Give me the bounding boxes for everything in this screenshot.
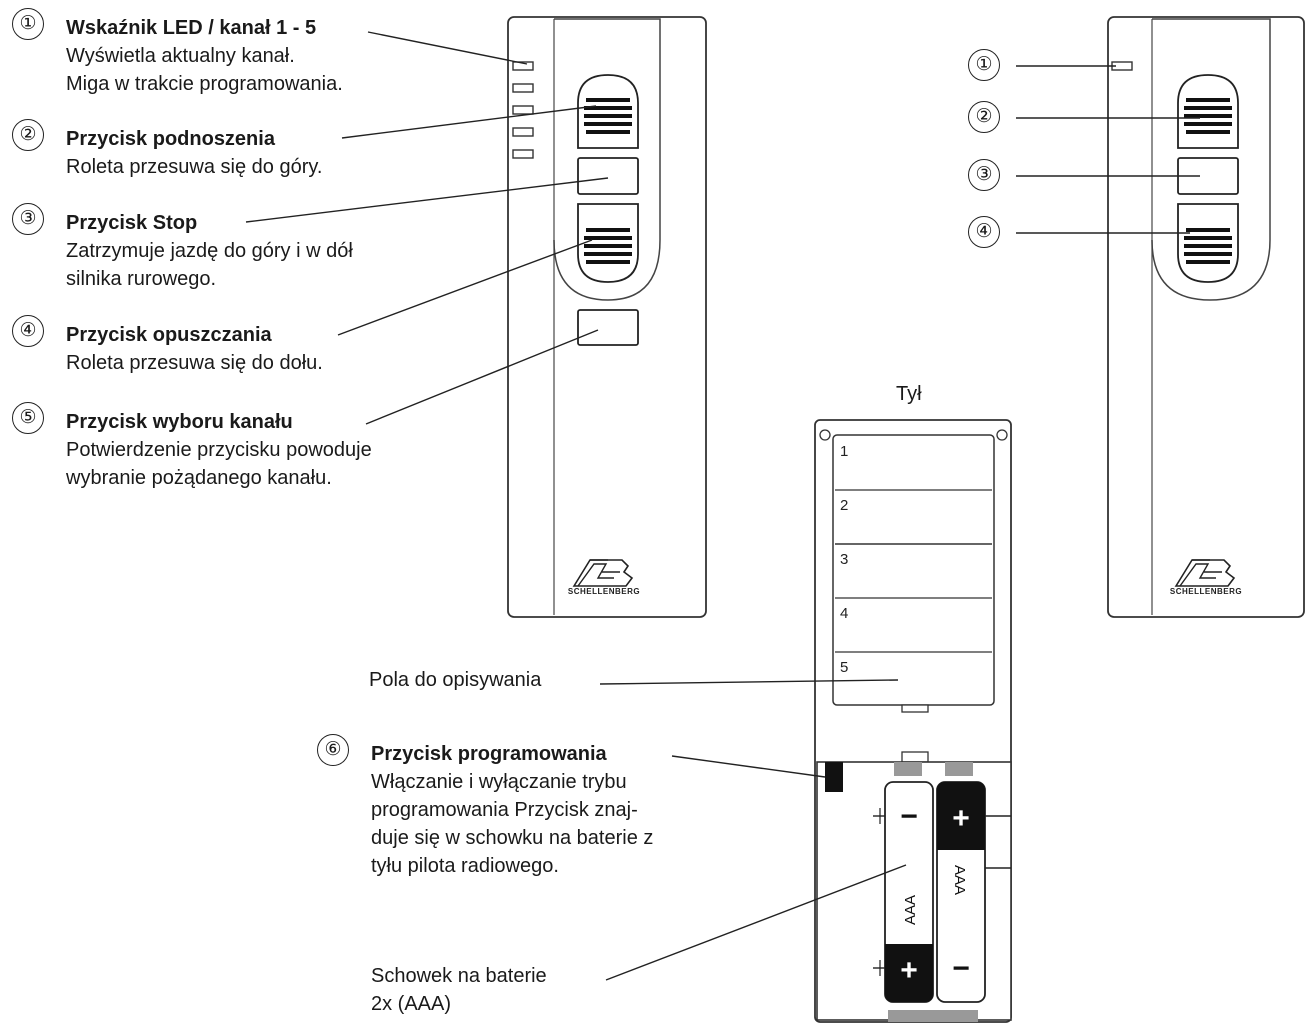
field-number-2: 2 (840, 497, 848, 514)
callout-channel: ⑤ Przycisk wyboru kanału Potwierdzenie p… (12, 402, 372, 492)
label-fields-frame (832, 434, 995, 706)
battery-right-type: AAA (951, 865, 968, 895)
field-number-1: 1 (840, 443, 848, 460)
stop-button-left (577, 157, 639, 195)
led-indicators (512, 61, 534, 159)
back-remote (814, 419, 1012, 1023)
battery-left-plus: + (900, 954, 918, 987)
right-number-1: ① (968, 49, 1000, 81)
battery-right (936, 781, 1011, 1003)
callout-led-title: Wskaźnik LED / kanał 1 - 5 (66, 17, 317, 39)
left-remote: SCHELLENBERG (507, 16, 707, 618)
battery-left-type: AAA (902, 895, 919, 925)
callout-down: ④ Przycisk opuszczania Roleta przesuwa s… (12, 315, 323, 377)
battery-right-minus: − (952, 952, 970, 985)
callout-led-desc: Wyświetla aktualny kanał. Miga w trakcie… (66, 45, 343, 95)
battery-right-plus: + (952, 802, 970, 835)
up-button-left (577, 74, 639, 149)
callout-program-number: ⑥ (317, 734, 349, 766)
program-button (825, 762, 843, 792)
down-button-left (577, 203, 639, 283)
callout-program: ⑥ Przycisk programowania Włączanie i wył… (317, 734, 654, 880)
callout-up: ② Przycisk podnoszenia Roleta przesuwa s… (12, 119, 323, 181)
callout-led: ① Wskaźnik LED / kanał 1 - 5 Wyświetla a… (12, 8, 343, 98)
callout-led-number: ① (12, 8, 44, 40)
callout-up-number: ② (12, 119, 44, 151)
callout-down-desc: Roleta przesuwa się do dołu. (66, 352, 323, 374)
right-remote: SCHELLENBERG (1107, 16, 1305, 618)
callout-stop-desc: Zatrzymuje jazdę do góry i w dół silnika… (66, 240, 353, 290)
channel-button-left (577, 309, 639, 346)
up-button-right (1177, 74, 1239, 149)
callout-stop-title: Przycisk Stop (66, 212, 198, 234)
field-number-3: 3 (840, 551, 848, 568)
callout-up-title: Przycisk podnoszenia (66, 128, 275, 150)
back-label: Tył (896, 383, 922, 405)
callout-program-desc: Włączanie i wyłączanie trybu programowan… (371, 771, 654, 877)
right-number-3: ③ (968, 159, 1000, 191)
callout-down-number: ④ (12, 315, 44, 347)
callout-program-title: Przycisk programowania (371, 743, 607, 765)
brand-text-right: SCHELLENBERG (1170, 587, 1242, 596)
callout-stop-number: ③ (12, 203, 44, 235)
label-fields-caption: Pola do opisywania (369, 669, 542, 691)
right-number-2: ② (968, 101, 1000, 133)
right-number-4: ④ (968, 216, 1000, 248)
callout-channel-number: ⑤ (12, 402, 44, 434)
callout-channel-title: Przycisk wyboru kanału (66, 411, 293, 433)
battery-left (873, 781, 934, 1003)
field-number-5: 5 (840, 659, 848, 676)
callout-up-desc: Roleta przesuwa się do góry. (66, 156, 323, 178)
callout-channel-desc: Potwierdzenie przycisku powoduje wybrani… (66, 439, 372, 489)
leader-lines (245, 31, 1200, 981)
brand-text-left: SCHELLENBERG (568, 587, 640, 596)
field-number-4: 4 (840, 605, 848, 622)
battery-left-minus: − (900, 800, 918, 833)
callout-down-title: Przycisk opuszczania (66, 324, 272, 346)
down-button-right (1177, 203, 1239, 283)
callout-stop: ③ Przycisk Stop Zatrzymuje jazdę do góry… (12, 203, 353, 293)
battery-caption: Schowek na baterie 2x (AAA) (371, 965, 547, 1015)
